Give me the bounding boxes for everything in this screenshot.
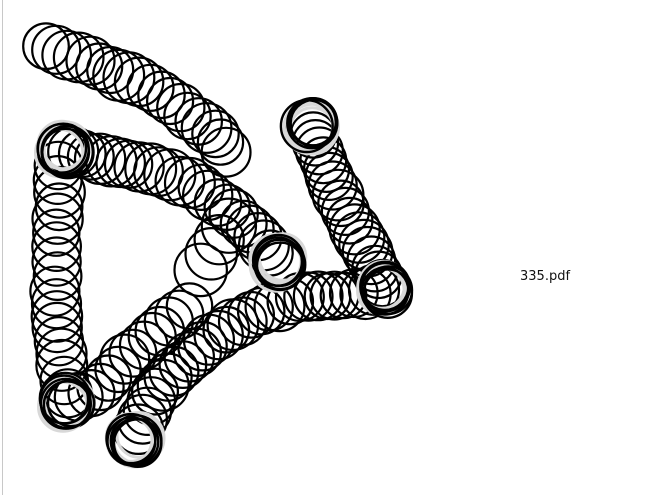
stroke-circle [163,331,215,383]
stroke-circle [103,139,154,189]
stroke-circle [196,118,245,166]
stroke-circle [65,35,116,86]
stroke-circle [31,221,82,273]
stroke-circle [320,186,370,236]
stroke-circle [31,301,83,354]
stroke-circle [133,146,184,198]
stroke-circle [31,24,82,75]
stroke-circle [38,374,90,425]
stroke-circle [67,369,116,418]
stroke-circle [40,124,94,179]
stroke-circle [30,290,84,343]
stroke-circle [177,320,228,372]
stroke-circle [252,236,304,287]
stroke-circle [32,208,81,257]
stroke-circle [32,251,83,302]
stroke-circle [177,163,225,211]
stroke-circle [173,242,229,298]
stroke-circle [137,70,186,120]
stroke-circle [143,352,193,402]
stroke-circle [113,56,165,108]
stroke-circle [193,213,245,266]
stroke-circle [35,338,89,392]
stroke-circle [84,354,133,402]
stroke-circle [191,109,240,159]
stroke-circle [131,367,180,416]
stroke-circle [165,282,214,330]
stroke-circle [163,91,212,141]
stroke-circle [360,261,410,312]
stroke-circle [156,82,206,133]
stroke-circle [29,265,81,317]
stroke-circle [36,122,90,176]
page-left-border [2,0,3,495]
stroke-circle [126,63,175,112]
stroke-circle [304,151,354,201]
stroke-circle [346,235,397,286]
stroke-circle [106,416,157,467]
stroke-circle [200,126,252,178]
stroke-circle [136,358,190,412]
stroke-circle [66,132,115,181]
stroke-circle [287,97,337,147]
stroke-circle [307,160,358,211]
stroke-circle [86,45,135,95]
document-filename: 335.pdf [520,269,571,284]
stroke-circle [46,379,96,428]
stroke-circle [292,270,344,322]
stroke-circle [184,227,239,281]
stroke-circle [255,241,305,291]
stroke-circle [146,76,195,126]
stroke-circle [31,192,84,245]
stroke-circle [200,197,258,254]
stroke-circle [31,236,82,287]
stroke-circle [363,265,414,316]
